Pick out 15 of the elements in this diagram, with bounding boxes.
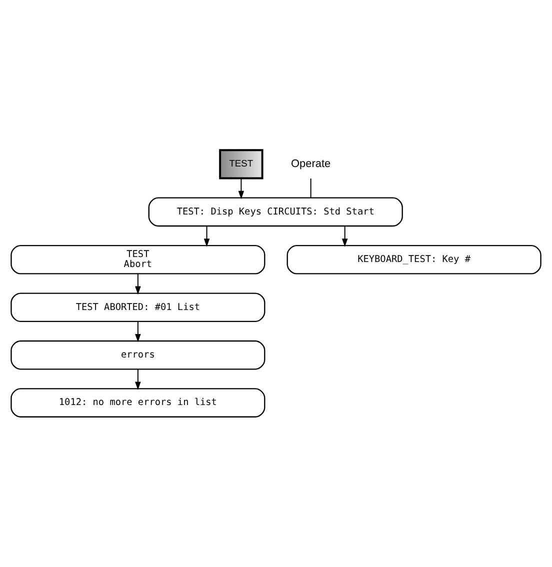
arrow: [238, 178, 244, 200]
node-box: errors: [10, 340, 266, 370]
connector: [310, 178, 312, 198]
node-box: TEST Abort: [10, 244, 266, 274]
node-box: TEST: Disp Keys CIRCUITS: Std Start: [148, 197, 403, 227]
arrow: [204, 226, 210, 247]
node-box: TEST ABORTED: #01 List: [10, 292, 266, 322]
node-text: Operate: [291, 158, 331, 170]
node-box: TEST: [219, 149, 264, 180]
arrow: [342, 226, 348, 247]
node-box: KEYBOARD_TEST: Key #: [286, 244, 542, 274]
arrow: [135, 369, 141, 390]
node-box: 1012: no more errors in list: [10, 388, 266, 418]
arrow: [135, 322, 141, 342]
arrow: [135, 274, 141, 295]
